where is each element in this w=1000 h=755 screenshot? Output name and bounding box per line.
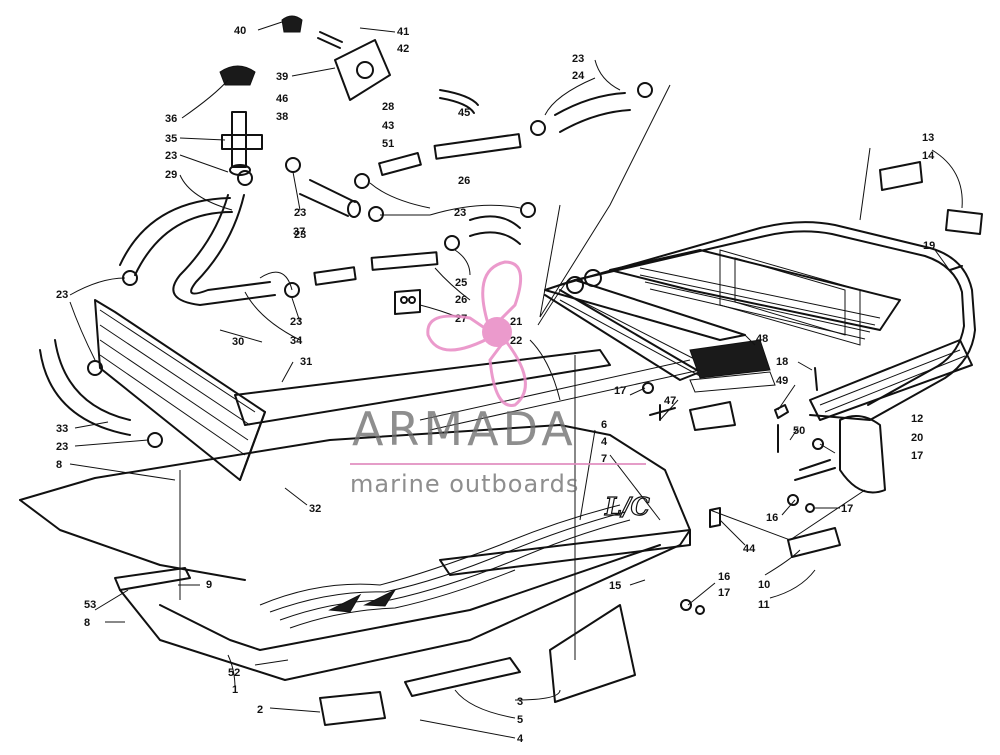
callout-number: 41	[397, 26, 409, 38]
callout-number: 9	[206, 579, 212, 591]
callout-number: 36	[165, 113, 177, 125]
upper-bracket	[281, 15, 479, 114]
hood-assembly	[544, 269, 776, 393]
watermark-title: ARMADA	[352, 402, 577, 456]
callout-number: 26	[455, 294, 467, 306]
callout-number: 32	[309, 503, 321, 515]
callout-numbers: 40 41 42 39 36 46 38 28 43 51 45 35 23 2…	[56, 25, 935, 745]
callout-number: 42	[397, 43, 409, 55]
coolant-hoses	[39, 92, 631, 436]
callout-number: 24	[572, 70, 585, 82]
callout-number: 14	[922, 150, 935, 162]
callout-number: 16	[718, 571, 730, 583]
callout-number: 53	[84, 599, 96, 611]
callout-number: 30	[232, 336, 244, 348]
callout-number: 17	[841, 503, 853, 515]
callout-number: 20	[911, 432, 923, 444]
callout-number: 5	[517, 714, 523, 726]
bumper-frame	[559, 221, 976, 494]
radiator-panel	[94, 299, 266, 481]
callout-number: 4	[517, 733, 524, 745]
callout-number: 23	[294, 229, 306, 241]
callout-number: 44	[743, 543, 756, 555]
callout-number: 1	[232, 684, 238, 696]
callout-number: 10	[758, 579, 770, 591]
callout-number: 25	[455, 277, 467, 289]
callout-number: 7	[601, 453, 607, 465]
callout-number: 23	[165, 150, 177, 162]
callout-number: 23	[454, 207, 466, 219]
callout-number: 13	[922, 132, 934, 144]
callout-number: 37	[293, 226, 305, 238]
filler-neck	[219, 65, 263, 176]
callout-number: 23	[56, 441, 68, 453]
callout-number: 43	[382, 120, 394, 132]
watermark-rule	[350, 463, 646, 465]
hardware	[114, 161, 983, 726]
callout-number: 8	[84, 617, 90, 629]
callout-number: 48	[756, 333, 768, 345]
callout-number: 45	[458, 107, 470, 119]
callout-number: 47	[664, 395, 676, 407]
leader-lines	[69, 21, 963, 739]
callout-number: 3	[517, 696, 523, 708]
callout-number: 34	[290, 335, 303, 347]
callout-number: 26	[458, 175, 470, 187]
callout-number: 52	[228, 667, 240, 679]
callout-number: 23	[294, 207, 306, 219]
callout-number: 23	[572, 53, 584, 65]
callout-number: 17	[718, 587, 730, 599]
callout-number: 2	[257, 704, 263, 716]
callout-number: 50	[793, 425, 805, 437]
callout-number: 11	[758, 599, 770, 611]
callout-number: 12	[911, 413, 923, 425]
propeller-icon	[426, 260, 527, 407]
callout-number: 40	[234, 25, 246, 37]
callout-number: 31	[300, 356, 312, 368]
callout-number: 21	[510, 316, 522, 328]
callout-number: 39	[276, 71, 288, 83]
callout-number: 18	[776, 356, 788, 368]
callout-number: 15	[609, 580, 621, 592]
callout-number: 23	[290, 316, 302, 328]
watermark-subtitle: marine outboards	[350, 470, 580, 498]
callout-number: 38	[276, 111, 288, 123]
callout-number: 8	[56, 459, 62, 471]
callout-number: 35	[165, 133, 177, 145]
callout-number: 33	[56, 423, 68, 435]
callout-number: 16	[766, 512, 778, 524]
callout-number: 17	[614, 385, 626, 397]
callout-number: 17	[911, 450, 923, 462]
callout-number: 23	[56, 289, 68, 301]
callout-number: 6	[601, 419, 607, 431]
callout-number: 19	[923, 240, 935, 252]
callout-number: 51	[382, 138, 394, 150]
callout-number: 46	[276, 93, 288, 105]
callout-number: 4	[601, 436, 608, 448]
callout-number: 29	[165, 169, 177, 181]
callout-number: 28	[382, 101, 394, 113]
chassis-pan	[19, 349, 701, 681]
callout-number: 22	[510, 335, 522, 347]
callout-number: 49	[776, 375, 788, 387]
lc-decal-text: L/C	[604, 492, 650, 521]
